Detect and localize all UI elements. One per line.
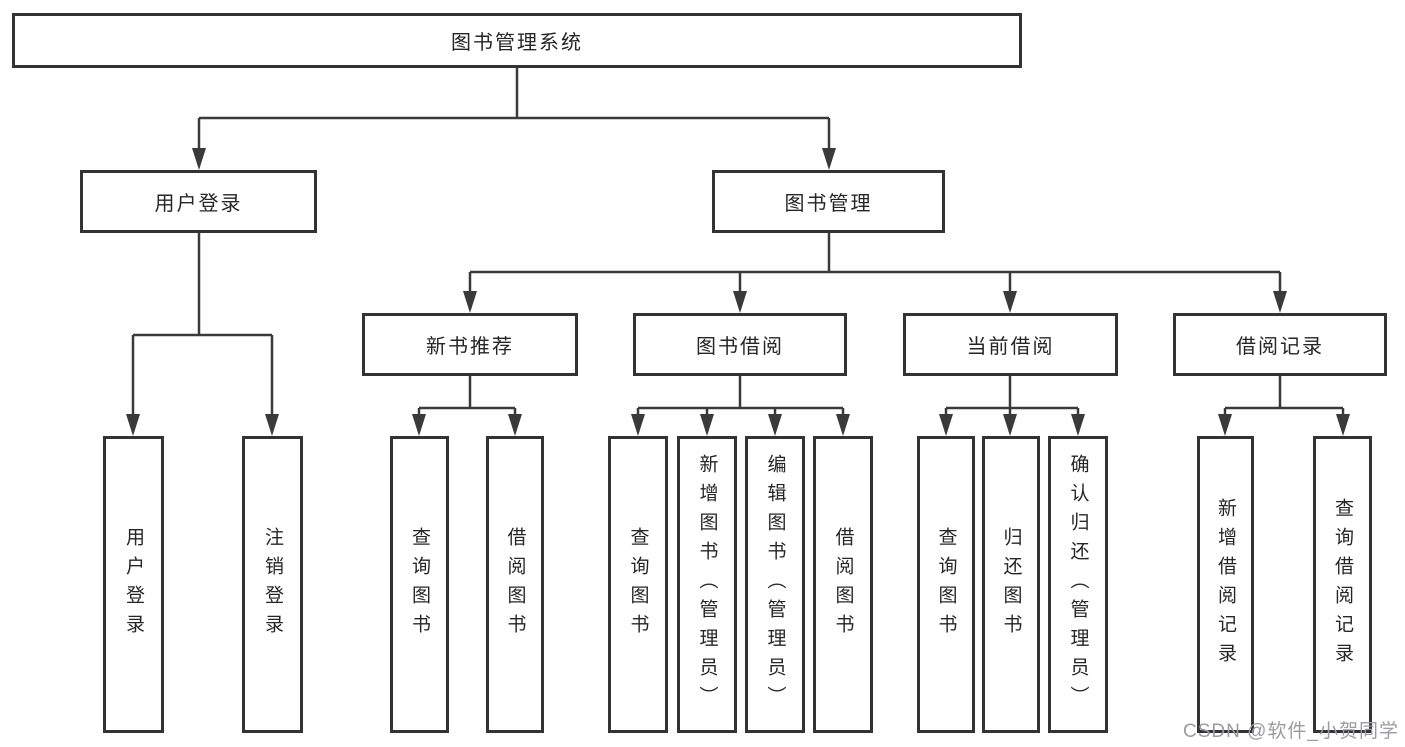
node-borrow-records: 借阅记录 — [1173, 313, 1387, 376]
leaf-label: 编辑图书（管理员） — [764, 454, 786, 715]
leaf-borrow-books-recommend: 借阅图书 — [486, 436, 544, 733]
leaf-label: 查询借阅记录 — [1332, 497, 1353, 672]
leaf-add-book-admin: 新增图书（管理员） — [677, 436, 737, 733]
node-label: 用户登录 — [154, 193, 243, 215]
leaf-edit-book-admin: 编辑图书（管理员） — [745, 436, 805, 733]
node-label: 图书管理系统 — [451, 32, 583, 54]
csdn-watermark: CSDN @软件_小贺同学 — [1183, 721, 1399, 742]
leaf-label: 新增图书（管理员） — [696, 454, 718, 715]
leaf-label: 查询图书 — [409, 526, 430, 643]
leaf-label: 借阅图书 — [832, 526, 854, 643]
leaf-borrow-books: 借阅图书 — [813, 436, 873, 733]
node-label: 当前借阅 — [966, 336, 1055, 358]
leaf-label: 注销登录 — [262, 526, 283, 643]
node-user-login: 用户登录 — [80, 170, 317, 233]
leaf-query-books-borrow: 查询图书 — [608, 436, 668, 733]
node-label: 图书管理 — [784, 193, 873, 215]
leaf-label: 查询图书 — [935, 526, 957, 643]
leaf-label: 归还图书 — [1000, 526, 1022, 643]
node-root-system: 图书管理系统 — [12, 13, 1022, 68]
node-label: 图书借阅 — [696, 336, 784, 358]
leaf-user-login: 用户登录 — [103, 436, 164, 733]
connector-bookmgmt-children — [463, 233, 1287, 313]
leaf-label: 确认归还（管理员） — [1067, 454, 1089, 715]
leaf-label: 用户登录 — [123, 526, 144, 643]
leaf-confirm-return-admin: 确认归还（管理员） — [1048, 436, 1108, 733]
leaf-add-borrow-record: 新增借阅记录 — [1197, 436, 1254, 733]
leaf-query-books-current: 查询图书 — [917, 436, 975, 733]
node-book-management: 图书管理 — [712, 170, 945, 233]
connector-records-children — [1218, 376, 1350, 436]
connector-newbooks-children — [412, 376, 522, 436]
connector-bookborrow-children — [631, 376, 850, 436]
node-book-borrow: 图书借阅 — [633, 313, 847, 376]
node-current-borrow: 当前借阅 — [903, 313, 1118, 376]
leaf-logout: 注销登录 — [242, 436, 303, 733]
leaf-query-borrow-record: 查询借阅记录 — [1313, 436, 1372, 733]
node-new-book-recommend: 新书推荐 — [362, 313, 578, 376]
node-label: 新书推荐 — [426, 336, 514, 358]
connector-currentborrow-children — [939, 376, 1085, 436]
leaf-label: 查询图书 — [627, 526, 649, 643]
leaf-query-books-recommend: 查询图书 — [390, 436, 449, 733]
connector-root-to-level2 — [192, 68, 836, 170]
leaf-return-book: 归还图书 — [982, 436, 1040, 733]
leaf-label: 借阅图书 — [504, 526, 526, 643]
node-label: 借阅记录 — [1236, 336, 1324, 358]
leaf-label: 新增借阅记录 — [1215, 497, 1236, 672]
connector-userlogin-children — [126, 233, 279, 436]
